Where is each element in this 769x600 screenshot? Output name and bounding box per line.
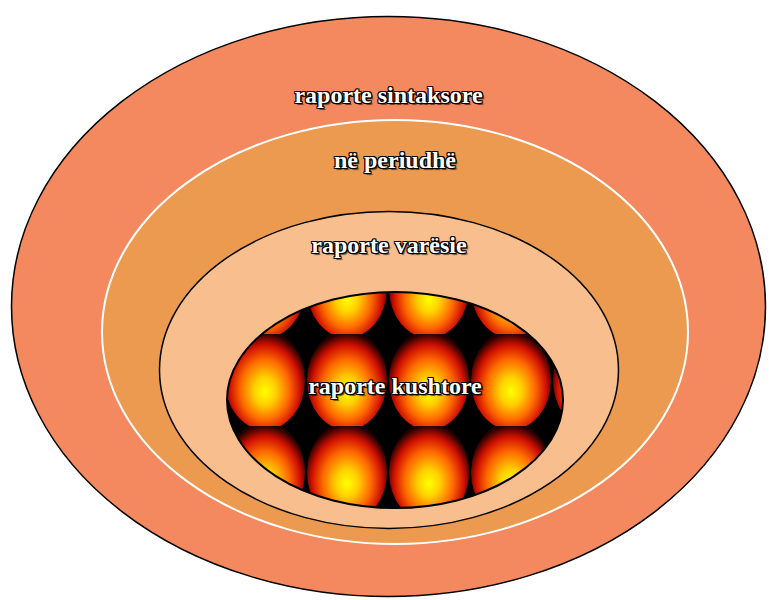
nested-ellipse: në periudhë raporte varësie raporte kushto… (100, 118, 690, 546)
ellipse-label: në periudhë (100, 146, 690, 174)
ellipse-outline (225, 290, 565, 510)
ellipse-label: raporte kushtore (225, 372, 565, 400)
inner-ellipse (160, 212, 619, 529)
nested-ellipse: raporte sintaksore në periudhë raporte var… (10, 15, 767, 598)
ellipse-label: raporte varësie (158, 231, 620, 259)
core-ellipse (227, 292, 563, 508)
nested-ellipse: raporte kushtore (225, 290, 565, 510)
middle-ellipse (102, 120, 688, 544)
ellipse-label: raporte sintaksore (10, 81, 767, 109)
nested-ellipse: raporte varësie raporte kushtore (158, 210, 620, 530)
